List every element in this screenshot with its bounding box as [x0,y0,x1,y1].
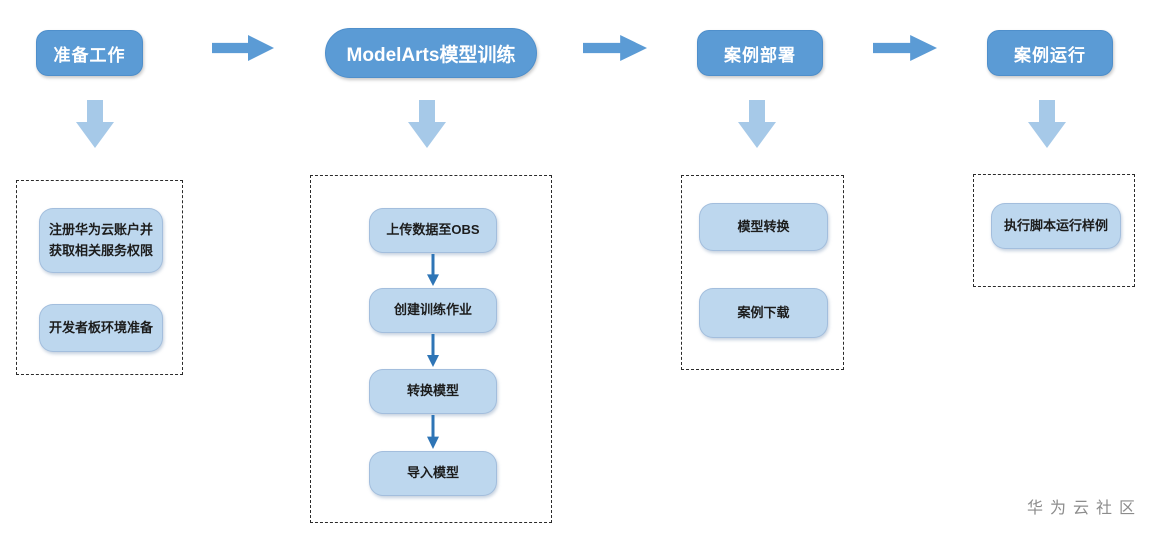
step-devboard-env-prepare: 开发者板环境准备 [39,304,163,352]
step-create-training-job: 创建训练作业 [369,288,497,333]
watermark-huawei-cloud-community: 华为云社区 [1026,500,1142,517]
stage-box-run: 案例运行 [987,30,1113,76]
stage-box-prepare: 准备工作 [36,30,143,76]
step-upload-data-obs: 上传数据至OBS [369,208,497,253]
group-deploy-steps: 模型转换 案例下载 [681,175,844,370]
group-prepare-steps: 注册华为云账户并获取相关服务权限 开发者板环境准备 [16,180,183,375]
arrow-down-icon [76,100,114,148]
arrow-down-icon [738,100,776,148]
arrow-right-icon [583,35,647,61]
step-run-script-sample: 执行脚本运行样例 [991,203,1121,249]
connector-arrow-down-icon [427,254,439,286]
step-convert-model: 转换模型 [369,369,497,414]
step-model-conversion: 模型转换 [699,203,828,251]
arrow-down-icon [1028,100,1066,148]
arrow-down-icon [408,100,446,148]
stage-box-modelarts-training: ModelArts模型训练 [325,28,537,78]
step-case-download: 案例下载 [699,288,828,338]
arrow-right-icon [873,35,937,61]
group-run-steps: 执行脚本运行样例 [973,174,1135,287]
group-train-steps: 上传数据至OBS 创建训练作业 转换模型 导入模型 [310,175,552,523]
stage-box-deploy: 案例部署 [697,30,823,76]
arrow-right-icon [212,35,274,61]
connector-arrow-down-icon [427,415,439,449]
step-register-huawei-cloud-account: 注册华为云账户并获取相关服务权限 [39,208,163,273]
step-import-model: 导入模型 [369,451,497,496]
connector-arrow-down-icon [427,334,439,367]
